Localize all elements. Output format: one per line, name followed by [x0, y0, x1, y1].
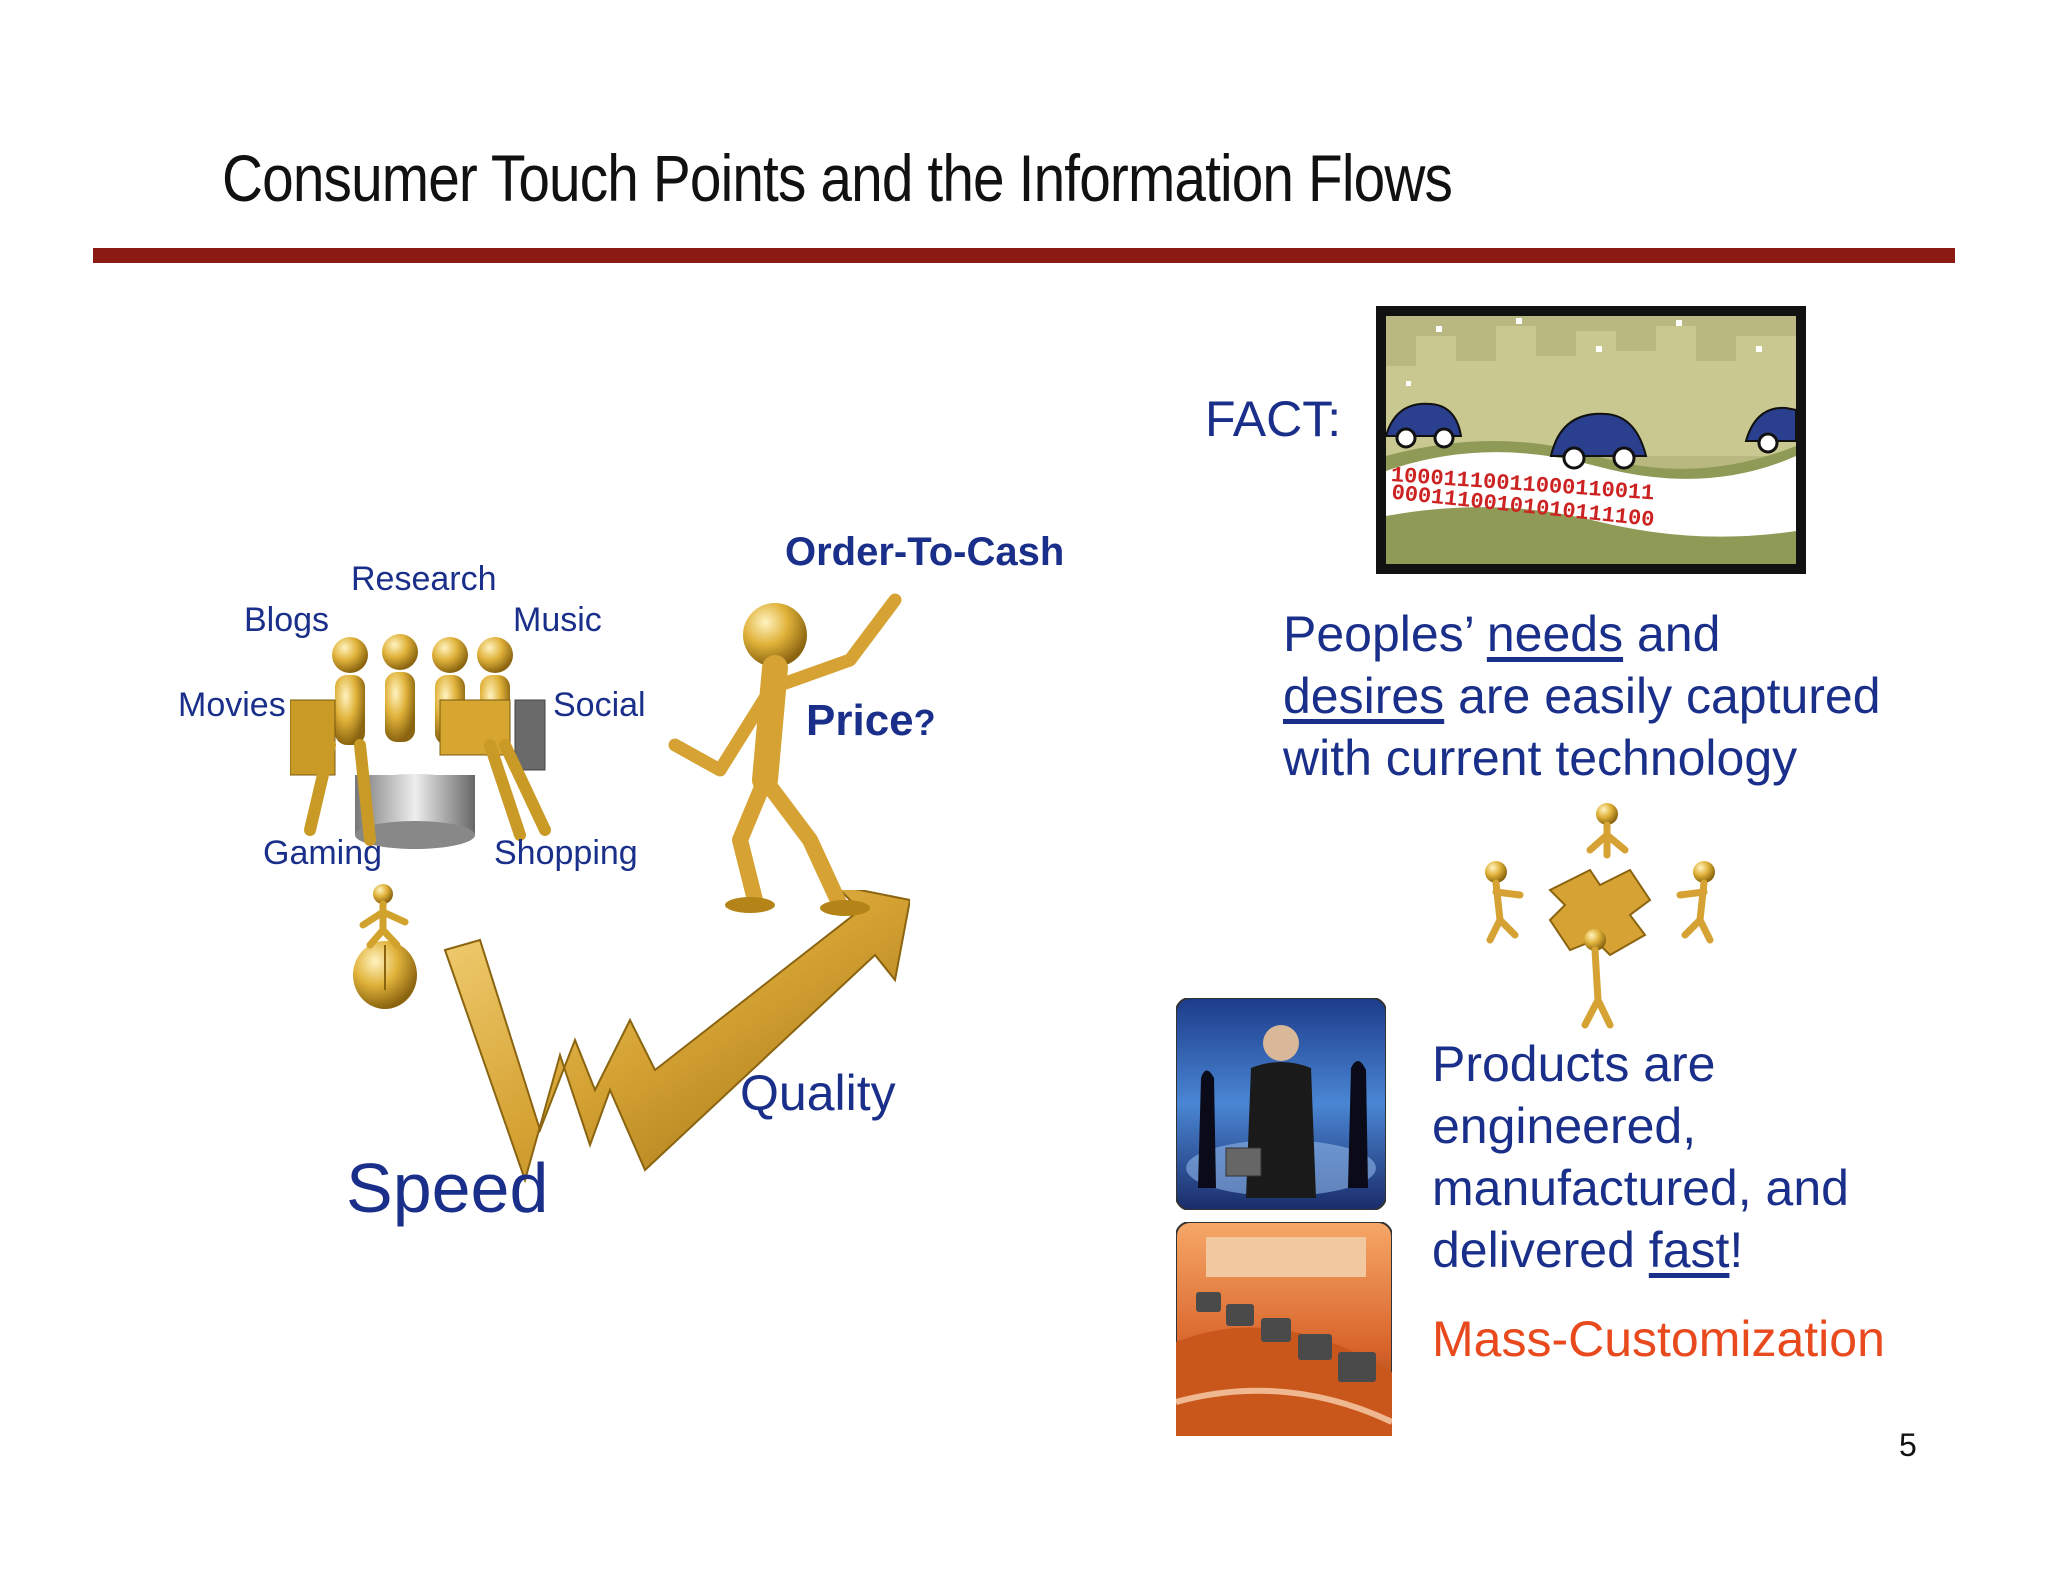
label-shopping: Shopping: [494, 834, 638, 872]
products-line-1: Products are: [1432, 1036, 1716, 1092]
businessman-photo: [1176, 998, 1386, 1210]
price-text: Price: [806, 696, 914, 745]
gold-figures-laptops-illustration: [290, 634, 551, 849]
products-line-3: manufactured, and: [1432, 1160, 1849, 1216]
label-gaming: Gaming: [263, 834, 383, 872]
mass-customization-label: Mass-Customization: [1432, 1311, 1885, 1367]
needs-desires-text: Peoples’ needs and desires are easily ca…: [1283, 603, 1881, 789]
label-blogs: Blogs: [244, 601, 330, 639]
label-music: Music: [513, 601, 602, 639]
fast-underlined: fast: [1648, 1222, 1730, 1278]
products-text-part: delivered: [1432, 1222, 1649, 1278]
needs-line-2: desires are easily captured: [1283, 665, 1881, 727]
cars-binary-road-image: 10001110011000110011 0001110010101011110…: [1376, 306, 1806, 574]
title-divider: [93, 248, 1955, 263]
needs-text-part: and: [1623, 606, 1721, 662]
needs-underlined: needs: [1486, 606, 1624, 662]
products-line-2: engineered,: [1432, 1098, 1697, 1154]
rising-arrow-illustration: [443, 890, 910, 1184]
label-price: Price?: [806, 696, 936, 746]
needs-text-part: Peoples’: [1283, 606, 1487, 662]
desires-underlined: desires: [1283, 668, 1445, 724]
page-number: 5: [1899, 1427, 1917, 1463]
products-text: Products are engineered, manufactured, a…: [1432, 1033, 1849, 1281]
fact-label: FACT:: [1205, 391, 1342, 447]
needs-line-3: with current technology: [1283, 730, 1798, 786]
gold-figure-pointing-icon: [668, 593, 902, 916]
slide-title: Consumer Touch Points and the Informatio…: [222, 141, 1453, 215]
products-line-4: delivered fast!: [1432, 1219, 1849, 1281]
label-research: Research: [351, 560, 497, 598]
label-speed: Speed: [346, 1149, 549, 1227]
gold-puzzle-figures-icon: [1485, 803, 1715, 1029]
needs-text-part: are easily captured: [1444, 668, 1881, 724]
gold-figure-mouse-icon: [353, 884, 417, 1009]
label-social: Social: [553, 686, 646, 724]
label-quality: Quality: [740, 1065, 896, 1121]
needs-line-1: Peoples’ needs and: [1283, 603, 1881, 665]
conference-room-photo: [1176, 1222, 1392, 1436]
price-question-mark: ?: [913, 702, 936, 743]
label-movies: Movies: [178, 686, 286, 724]
products-text-part: !: [1729, 1222, 1744, 1278]
label-order-to-cash: Order-To-Cash: [785, 530, 1065, 574]
